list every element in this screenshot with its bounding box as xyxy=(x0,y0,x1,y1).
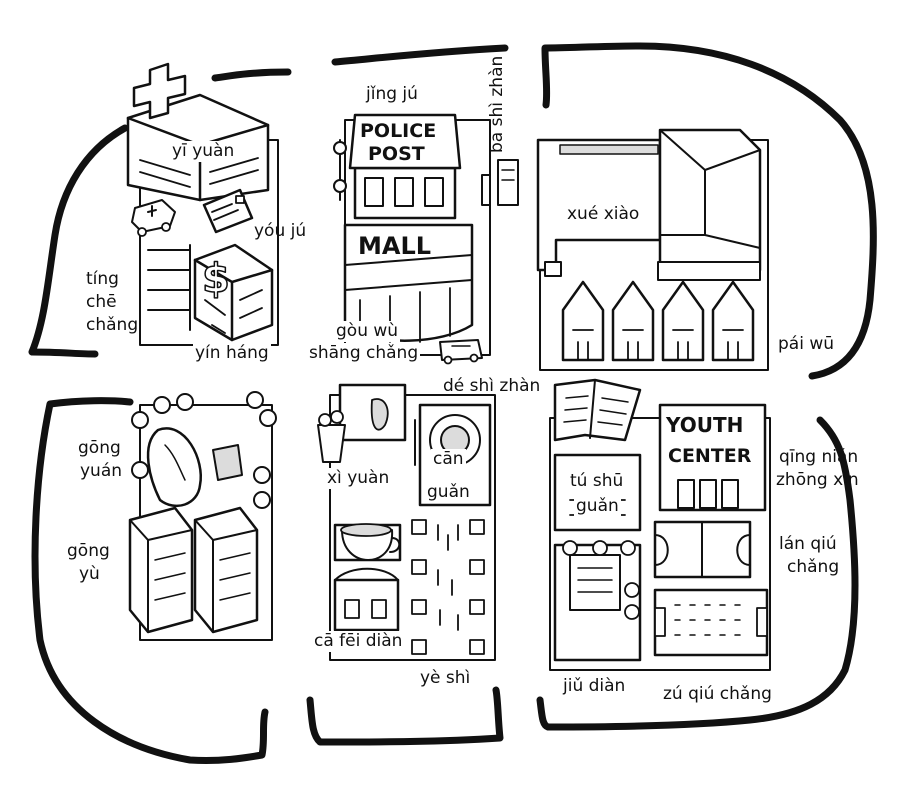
house-icon xyxy=(561,280,605,362)
basketball-court-icon xyxy=(653,520,752,579)
label-taxi-stand: dé shì zhàn xyxy=(443,376,541,396)
label-library-line1: tú shū xyxy=(568,471,626,492)
label-basketball-line1: lán qiú xyxy=(779,534,837,554)
bottom-middle-lot xyxy=(329,394,496,661)
label-cinema: xì yuàn xyxy=(325,468,392,489)
post-office-icon xyxy=(202,188,254,234)
label-night-market: yè shì xyxy=(420,668,471,688)
label-mall-line2: shāng chǎng xyxy=(307,343,421,364)
top-middle-block: POLICE POST MALL xyxy=(333,113,519,365)
label-post-office: yóu jú xyxy=(254,221,307,241)
ambulance-icon xyxy=(131,199,176,237)
label-youth-center-line2: zhōng xīn xyxy=(776,470,859,490)
taxi-icon xyxy=(439,339,483,365)
apartment-icon xyxy=(193,506,259,634)
label-parking-line3: chǎng xyxy=(86,315,139,335)
hospital-icon xyxy=(126,62,270,202)
mall-sign: MALL xyxy=(358,232,431,260)
youth-center-sign-line1: YOUTH xyxy=(665,413,743,437)
bank-icon: $ xyxy=(193,243,274,342)
apartment-icon xyxy=(128,506,194,634)
block-outline-bottom-right xyxy=(536,416,859,731)
house-icon xyxy=(711,280,755,362)
label-restaurant-line1: cān xyxy=(431,449,466,470)
bus-icon xyxy=(481,159,519,206)
bottom-left-block xyxy=(128,391,277,641)
youth-center-icon: YOUTH CENTER xyxy=(658,403,767,512)
label-restaurant-line2: guǎn xyxy=(425,482,472,503)
label-bus-stop: bā shì zhàn xyxy=(487,55,507,153)
label-police: jǐng jú xyxy=(366,84,418,104)
cafe-icon xyxy=(333,523,402,632)
block-outline-top-right xyxy=(541,42,877,380)
mall-icon: MALL xyxy=(343,223,474,343)
label-park-line2: yuán xyxy=(80,461,123,481)
school-icon xyxy=(536,128,762,281)
football-field-icon xyxy=(653,588,769,657)
top-left-block: $ xyxy=(126,62,279,346)
label-row-houses: pái wū xyxy=(778,334,835,354)
cinema-icon xyxy=(317,383,407,463)
label-parking-line1: tíng xyxy=(86,269,119,289)
block-outlines xyxy=(28,42,877,765)
youth-center-sign-line2: CENTER xyxy=(668,445,752,467)
parking-lot xyxy=(147,244,191,331)
label-cafe: cā fēi diàn xyxy=(312,631,405,652)
bottom-right-block: YOUTH CENTER xyxy=(549,378,771,671)
police-sign-line1: POLICE xyxy=(360,120,436,142)
label-parking-line2: chē xyxy=(86,292,117,312)
label-hotel: jiǔ diàn xyxy=(563,676,626,696)
label-hospital: yī yuàn xyxy=(170,141,237,162)
label-apartments-line2: yù xyxy=(79,564,100,584)
block-outline-bottom-middle xyxy=(306,686,504,746)
hotel-icon xyxy=(553,540,642,662)
label-apartments-line1: gōng xyxy=(67,541,110,561)
row-houses xyxy=(561,280,755,362)
block-outline-top-middle xyxy=(331,44,509,66)
label-football: zú qiú chǎng xyxy=(663,684,772,704)
svg-text:$: $ xyxy=(202,256,230,302)
house-icon xyxy=(611,280,655,362)
label-library-line2: guǎn xyxy=(574,496,621,517)
label-park-line1: gōng xyxy=(78,438,121,458)
block-outline-middle-left xyxy=(31,397,269,765)
label-bank: yín háng xyxy=(193,343,271,364)
block-outline-top-left xyxy=(28,68,292,358)
label-youth-center-line1: qīng nián xyxy=(779,447,859,467)
bottom-middle-block xyxy=(317,383,496,661)
night-market-icon xyxy=(411,519,485,655)
park-icon xyxy=(131,391,277,509)
label-mall-line1: gòu wù xyxy=(334,321,401,342)
police-icon: POLICE POST xyxy=(333,113,462,220)
police-sign-line2: POST xyxy=(368,143,425,165)
label-basketball-line2: chǎng xyxy=(787,557,840,577)
label-school: xué xiào xyxy=(567,204,640,224)
house-icon xyxy=(661,280,705,362)
top-right-block xyxy=(536,128,769,371)
